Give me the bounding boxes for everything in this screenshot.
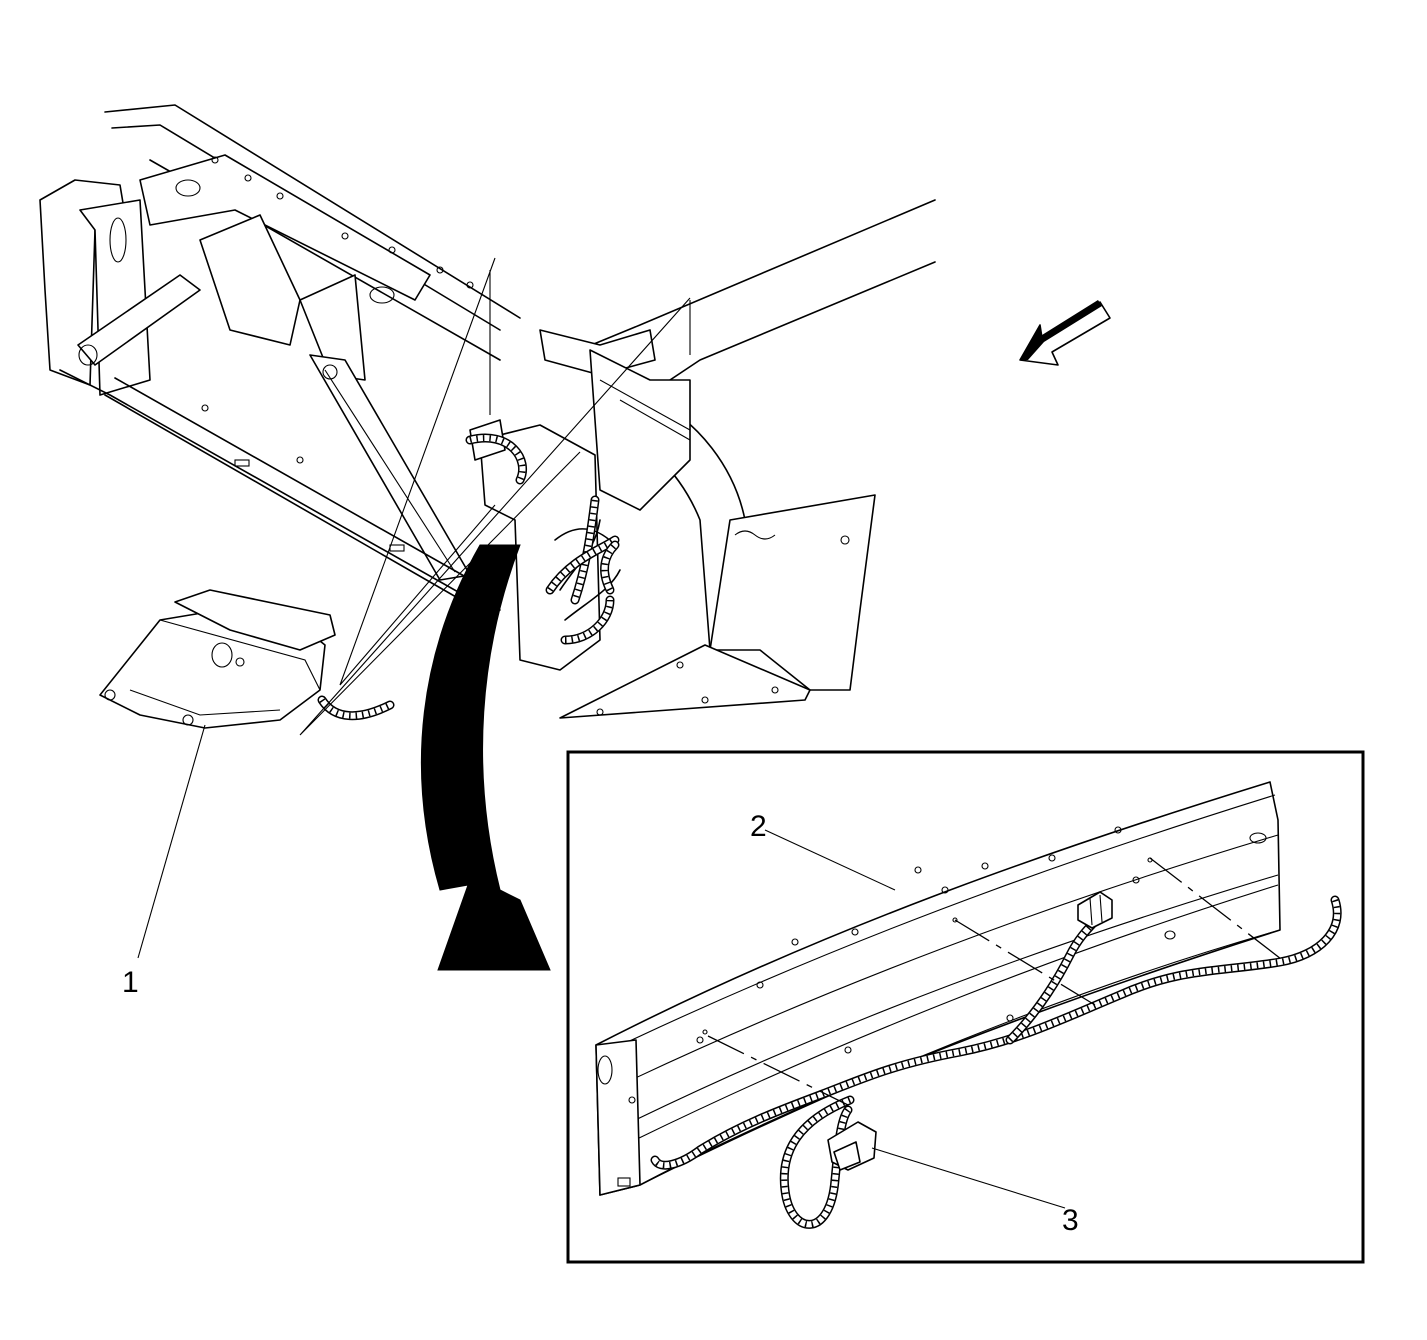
callout-1: 1	[122, 966, 139, 999]
bumper-impact-bar	[595, 781, 1281, 1196]
forward-direction-arrow-upper	[1019, 300, 1111, 366]
detail-view-arrow	[420, 544, 551, 971]
leader-lines	[137, 724, 1066, 1209]
callout-3: 3	[1062, 1204, 1079, 1237]
callout-2: 2	[750, 810, 767, 843]
radiator-support-frame	[39, 104, 521, 611]
detail-inset	[566, 750, 1365, 1264]
alignment-lines	[707, 857, 1286, 1106]
fog-lamp-harness	[650, 891, 1342, 1229]
fog-lamp-assembly	[99, 589, 395, 729]
fender-wheelhouse	[469, 199, 936, 719]
wiring-harness-upper	[465, 433, 620, 645]
